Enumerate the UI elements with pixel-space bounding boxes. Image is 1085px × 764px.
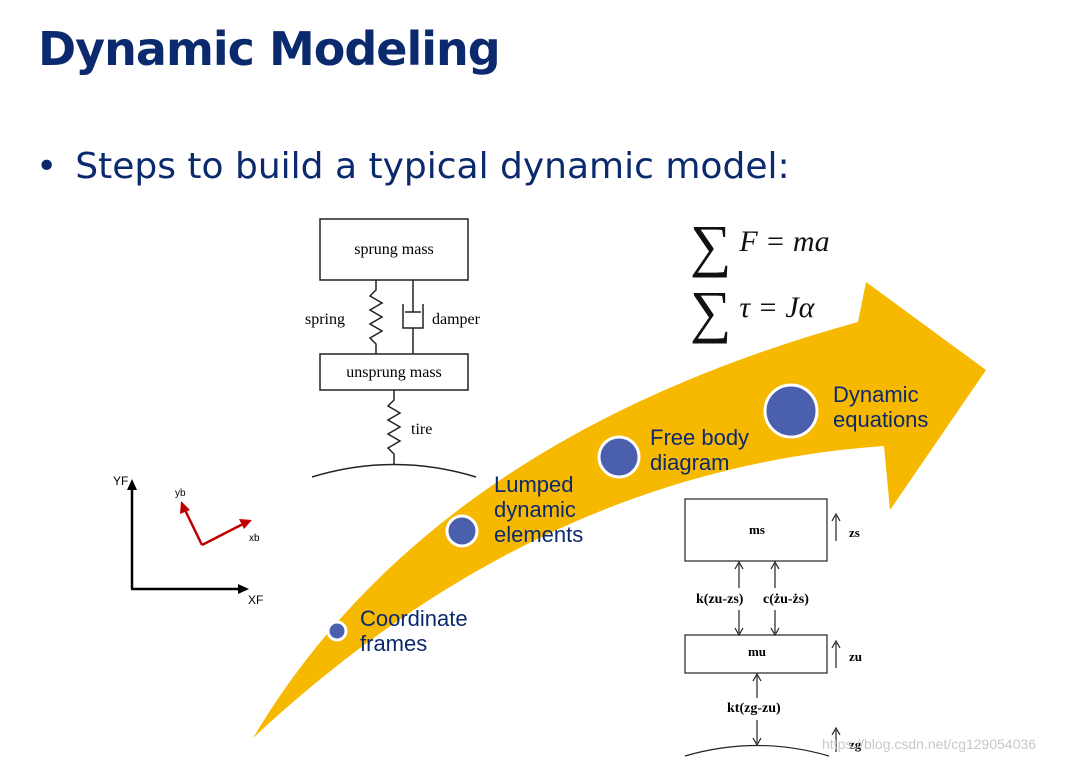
- step-dot-coordinate-frames: [326, 620, 348, 642]
- step-label-coordinate-frames: Coordinate frames: [360, 606, 468, 656]
- step-line: Coordinate: [360, 606, 468, 631]
- fbd-unsprung-mass-box: [684, 634, 828, 674]
- step-label-lumped-elements: Lumped dynamic elements: [494, 472, 583, 547]
- xb-label: xb: [249, 533, 260, 544]
- step-line: diagram: [650, 450, 730, 475]
- fbd-damper-force-label: c(żu-żs): [763, 592, 809, 607]
- equation-force-sigma: ∑: [690, 213, 732, 278]
- equation-torque-sigma: ∑: [690, 279, 732, 344]
- process-arrow: [253, 282, 986, 738]
- equation-force: ∑F = ma: [690, 212, 830, 279]
- fbd-spring-force-label: k(zu-zs): [696, 592, 744, 607]
- step-dot-free-body: [597, 435, 641, 479]
- fbd-ms-label: ms: [749, 522, 765, 537]
- spring-symbol: [368, 280, 384, 354]
- free-body-diagram: [684, 498, 841, 757]
- xf-arrowhead: [238, 584, 249, 594]
- fbd-mu-label: mu: [748, 644, 766, 659]
- step-label-dynamic-equations: Dynamic equations: [833, 382, 928, 432]
- equation-torque-text: τ = Jα: [739, 291, 815, 324]
- step-line: Lumped: [494, 472, 574, 497]
- step-line: Dynamic: [833, 382, 919, 407]
- quarter-car-schematic: [311, 218, 477, 478]
- xf-label: XF: [248, 593, 263, 607]
- ground-curve: [311, 463, 477, 478]
- tire-label: tire: [411, 421, 432, 438]
- yf-arrowhead: [127, 479, 137, 490]
- watermark: https://blog.csdn.net/cg129054036: [822, 736, 1037, 752]
- bullet-text: Steps to build a typical dynamic model:: [75, 146, 790, 187]
- fbd-ground-curve: [684, 744, 830, 757]
- damper-label: damper: [432, 311, 481, 328]
- sprung-mass-label: sprung mass: [354, 241, 434, 258]
- yb-label: yb: [175, 488, 186, 499]
- fbd-zu-label: zu: [849, 649, 862, 664]
- step-dot-lumped-elements: [445, 514, 479, 548]
- sprung-mass-box: [319, 218, 469, 281]
- damper-symbol: [402, 280, 424, 354]
- step-dot-dynamic-equations: [763, 383, 819, 439]
- yb-axis: [183, 509, 204, 546]
- yb-arrowhead: [180, 501, 190, 514]
- step-line: equations: [833, 407, 929, 432]
- fbd-tire-force-label: kt(zg-zu): [727, 701, 781, 716]
- spring-label: spring: [305, 311, 345, 328]
- step-line: elements: [494, 522, 584, 547]
- unsprung-mass-label: unsprung mass: [346, 364, 442, 381]
- step-line: frames: [360, 631, 428, 656]
- step-line: Free body: [650, 425, 750, 450]
- fbd-sprung-mass-box: [684, 498, 828, 562]
- equation-force-text: F = ma: [739, 225, 830, 258]
- step-label-free-body-diagram: Free body diagram: [650, 425, 749, 475]
- equation-torque: ∑τ = Jα: [690, 278, 814, 345]
- xb-arrowhead: [239, 519, 252, 529]
- yf-label: YF: [113, 474, 128, 488]
- slide-title: Dynamic Modeling: [38, 22, 501, 76]
- tire-spring-symbol: [386, 390, 402, 464]
- bullet-point: • Steps to build a typical dynamic model:: [36, 146, 790, 187]
- xb-axis: [201, 522, 244, 547]
- step-line: dynamic: [494, 497, 576, 522]
- fbd-zs-label: zs: [849, 525, 860, 540]
- fbd-zg-label: zg: [849, 737, 862, 752]
- bullet-marker: •: [36, 146, 58, 187]
- coordinate-frames-sketch: [127, 479, 252, 594]
